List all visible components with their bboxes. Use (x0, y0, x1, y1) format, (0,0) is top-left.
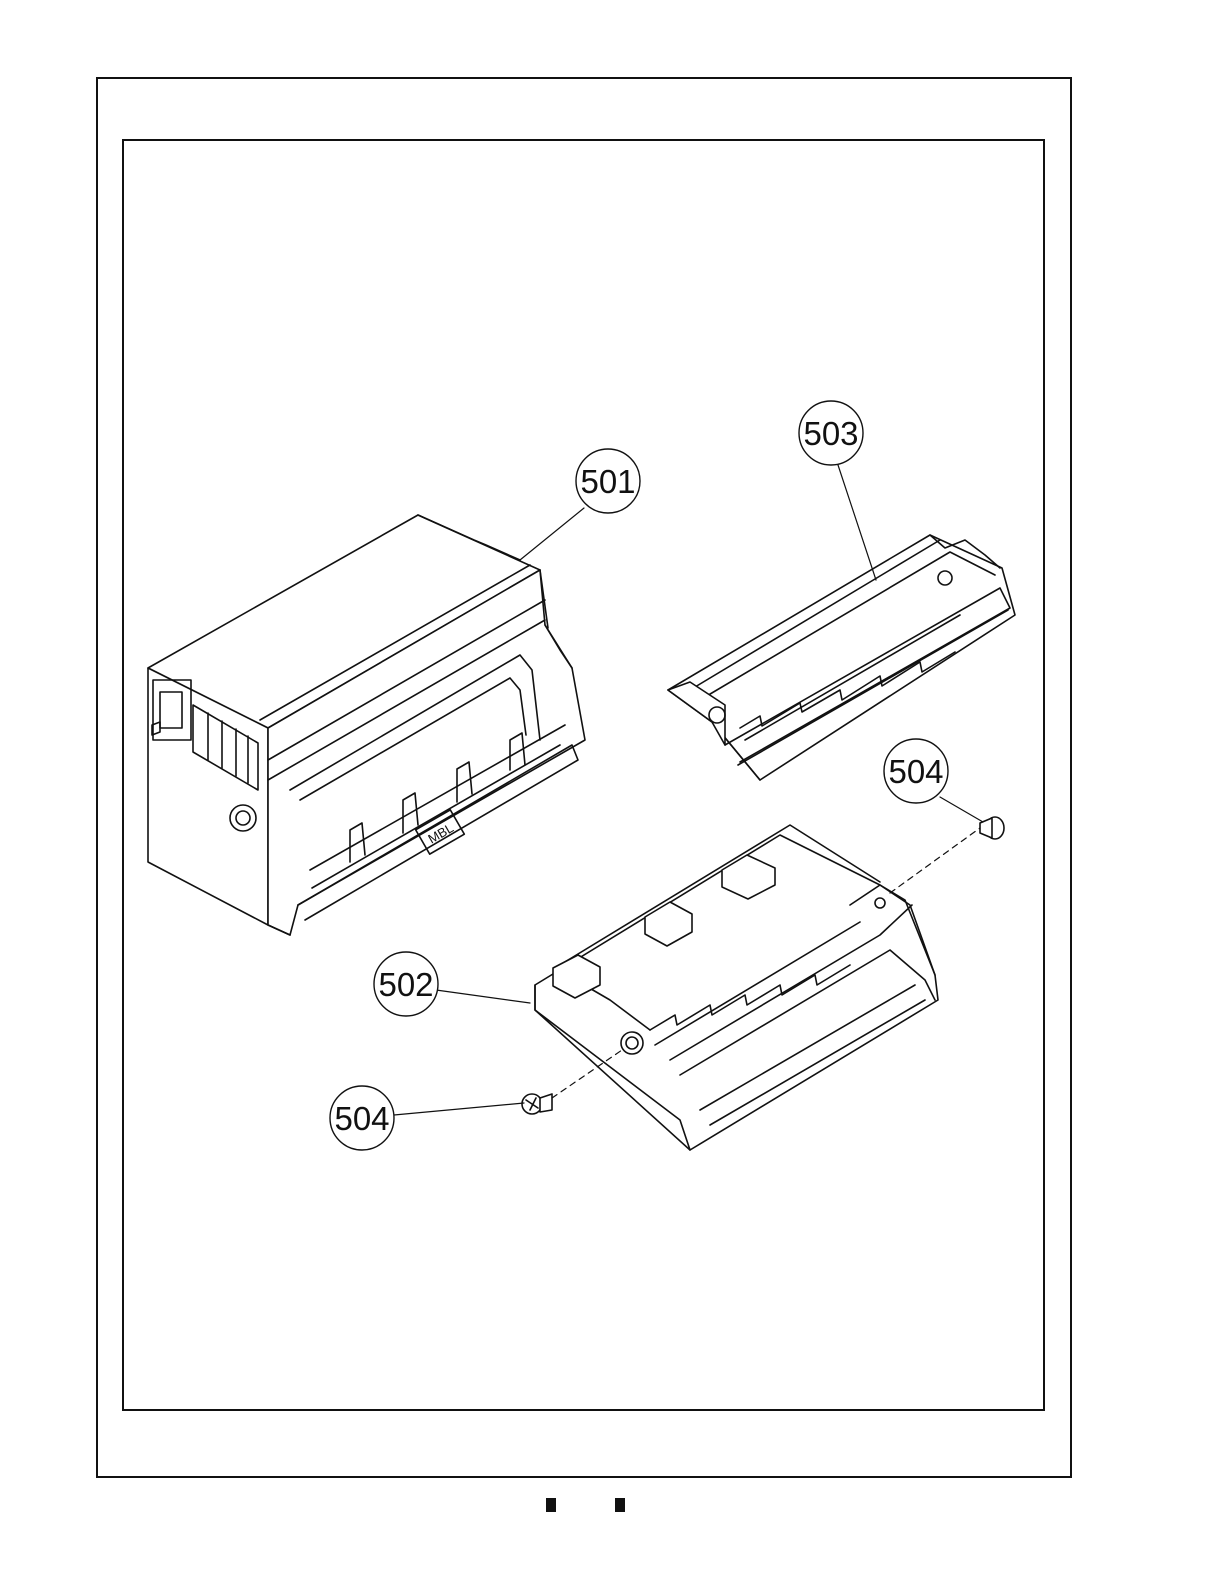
leader-line-502 (436, 990, 530, 1003)
callout-504-right: 504 (884, 739, 948, 803)
leader-line-504-left (394, 1103, 524, 1115)
leader-line-504-right (940, 797, 983, 822)
callout-504-right-label: 504 (888, 753, 943, 790)
page-marker-left (546, 1498, 556, 1512)
screw-504-left (522, 1094, 552, 1114)
leader-line-503 (838, 465, 876, 580)
callout-502-label: 502 (378, 966, 433, 1003)
callout-504-left-label: 504 (334, 1100, 389, 1137)
screw-504-right (980, 817, 1004, 839)
callout-501-label: 501 (580, 463, 635, 500)
part-502-tray (535, 825, 938, 1150)
part-503-rail (668, 535, 1015, 780)
callout-504-left: 504 (330, 1086, 394, 1150)
callout-503: 503 (799, 401, 863, 465)
part-501-housing: MBL (148, 515, 585, 935)
page-marker-right (615, 1498, 625, 1512)
assembly-line-right (890, 828, 980, 893)
leader-line-501 (520, 508, 584, 560)
callout-503-label: 503 (803, 415, 858, 452)
callout-501: 501 (576, 449, 640, 513)
callout-502: 502 (374, 952, 438, 1016)
